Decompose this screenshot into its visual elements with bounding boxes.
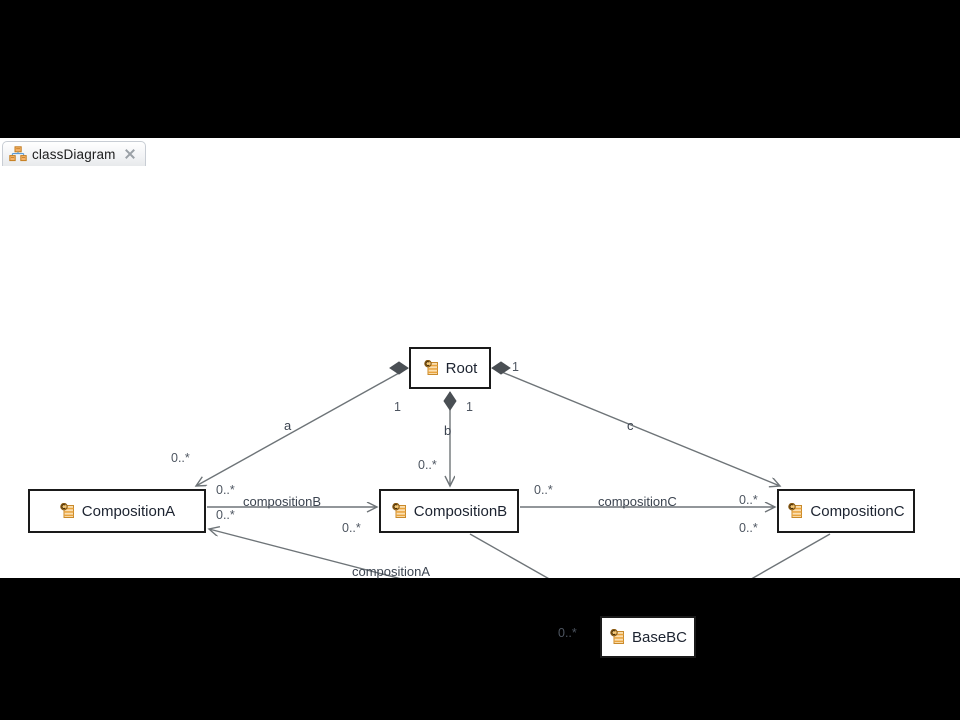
class-node-compositionc[interactable]: CompositionC [777, 489, 915, 533]
close-icon[interactable] [124, 148, 136, 160]
diagram-canvas[interactable]: Root CompositionA [0, 168, 960, 658]
class-icon [59, 502, 76, 520]
class-icon [609, 628, 626, 646]
tab-class-diagram[interactable]: classDiagram [2, 141, 146, 166]
edge-basebc-compositiona[interactable] [209, 529, 598, 578]
multiplicity-root-b: 1 [466, 400, 473, 414]
class-name-label: CompositionC [810, 502, 905, 520]
class-name-label: CompositionB [413, 502, 508, 520]
multiplicity-root-a: 1 [394, 400, 401, 414]
class-diagram-editor: classDiagram [0, 138, 960, 658]
multiplicity-ab-target: 0..* [216, 508, 235, 522]
multiplicity-b-target: 0..* [418, 458, 437, 472]
class-name-label: BaseBC [631, 628, 688, 646]
multiplicity-a-target: 0..* [171, 451, 190, 465]
class-node-compositiona[interactable]: CompositionA [28, 489, 206, 533]
class-node-basebc[interactable]: BaseBC [600, 616, 696, 658]
multiplicity-ab-source: 0..* [216, 483, 235, 497]
class-node-root[interactable]: Root [409, 347, 491, 389]
letterbox-bottom [0, 578, 960, 720]
editor-tab-bar: classDiagram [0, 138, 960, 168]
multiplicity-cb-target: 0..* [739, 521, 758, 535]
letterbox-top [0, 0, 960, 138]
tab-label: classDiagram [32, 146, 116, 162]
multiplicity-ba-source: 0..* [342, 521, 361, 535]
edge-label-compositionb: compositionB [243, 494, 322, 509]
edge-compositionc-basebc[interactable] [690, 533, 831, 578]
edge-root-compositionc[interactable] [491, 361, 780, 486]
class-node-compositionb[interactable]: CompositionB [379, 489, 519, 533]
class-icon [423, 359, 440, 377]
edge-role-b: b [444, 423, 452, 438]
edge-role-a: a [284, 418, 292, 433]
class-icon [787, 502, 804, 520]
multiplicity-c-target: 0..* [739, 493, 758, 507]
class-diagram-icon [9, 146, 27, 162]
class-name-label: Root [445, 359, 478, 377]
multiplicity-root-c: 1 [512, 360, 519, 374]
class-name-label: CompositionA [81, 502, 176, 520]
multiplicity-bc-source: 0..* [534, 483, 553, 497]
multiplicity-basebc: 0..* [558, 626, 577, 640]
edge-root-compositiona[interactable] [196, 361, 409, 486]
edge-label-compositionc: compositionC [598, 494, 677, 509]
edge-label-compositiona: compositionA [352, 564, 431, 579]
edge-root-compositionb[interactable] [443, 391, 457, 486]
diagram-edges-layer [0, 361, 831, 578]
edge-compositionb-basebc[interactable] [469, 533, 611, 578]
class-icon [391, 502, 408, 520]
edge-role-c: c [627, 418, 634, 433]
